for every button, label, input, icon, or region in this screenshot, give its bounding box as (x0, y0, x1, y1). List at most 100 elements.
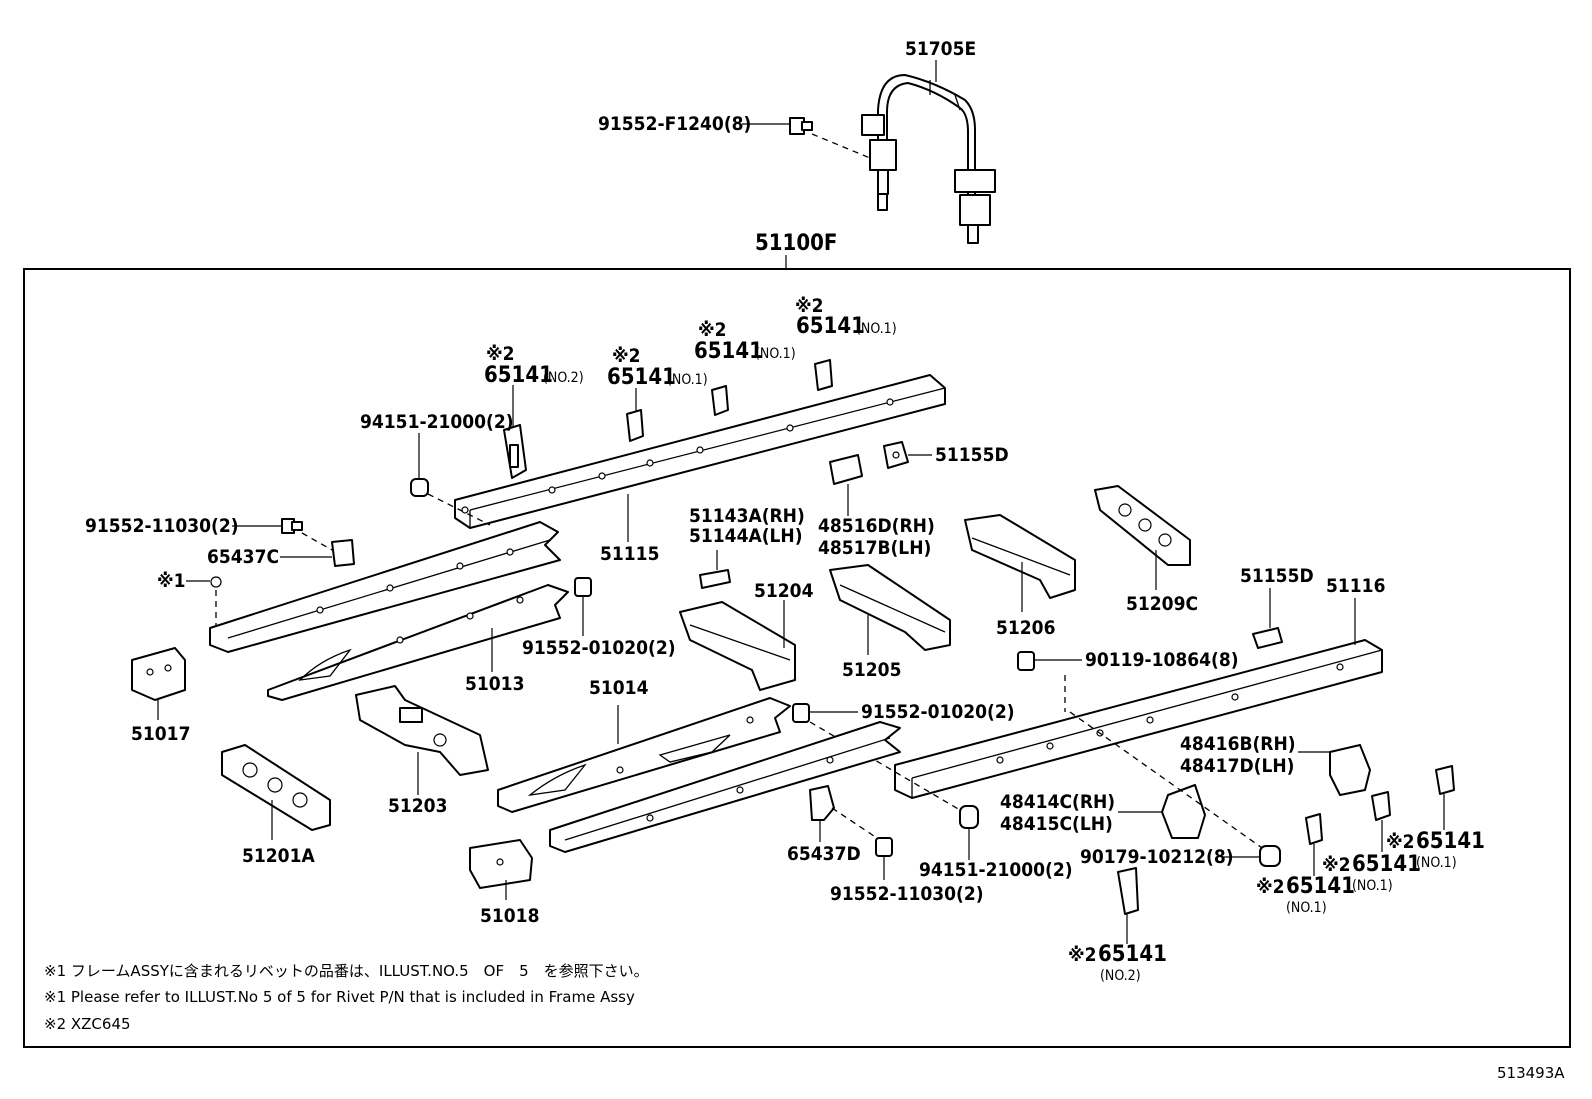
label-65141-no1-d-sub: (NO.1) (1286, 900, 1327, 916)
label-65141-no2-b: 65141 (1098, 942, 1167, 967)
bolt-91552-01020-upper (574, 577, 592, 597)
label-51144A: 51144A(LH) (689, 525, 803, 547)
label-65141-no2-sub: (NO.2) (543, 370, 584, 386)
bolt-91552-F1240 (789, 117, 813, 135)
label-51155D-upper: 51155D (935, 444, 1009, 466)
label-65141-no1-e-sub: (NO.1) (1352, 878, 1393, 894)
label-65141-no1-e-mark: ※2 (1322, 854, 1351, 876)
label-91552-01020-lower: 91552-01020(2) (861, 701, 1015, 723)
note-2: ※2 XZC645 (44, 1015, 131, 1033)
label-51014: 51014 (589, 677, 649, 699)
part-51155D-upper (883, 441, 909, 469)
label-51116: 51116 (1326, 575, 1385, 597)
bracket-65141-no2-a (503, 424, 527, 479)
label-65141-no1-a: 65141 (607, 365, 676, 390)
label-rivet-mark1: ※1 (157, 570, 186, 592)
part-left-upper-rail (209, 521, 561, 653)
part-51705E (861, 74, 996, 244)
bracket-65141-no2-b (1117, 867, 1139, 915)
frame-assy-border (23, 268, 1571, 1048)
label-48416B: 48416B(RH) (1180, 733, 1296, 755)
nut-94151-21000-upper (410, 478, 429, 497)
part-51116 (894, 639, 1383, 799)
part-51018 (469, 839, 533, 889)
part-51014 (497, 697, 791, 813)
label-94151-21000-upper: 94151-21000(2) (360, 411, 514, 433)
label-48517B: 48517B(LH) (818, 537, 931, 559)
part-65437C (331, 539, 355, 567)
label-51201A: 51201A (242, 845, 315, 867)
part-51204 (679, 601, 796, 691)
part-51155D-lower (1252, 627, 1283, 649)
label-65437D: 65437D (787, 843, 861, 865)
label-65141-no1-b: 65141 (694, 339, 763, 364)
bracket-65141-no1-d (1305, 813, 1323, 845)
note-1-japanese: ※1 フレームASSYに含まれるリベットの品番は、ILLUST.NO.5 OF … (44, 962, 649, 980)
nut-90179-10212 (1259, 845, 1281, 867)
label-65141-no1-e: 65141 (1352, 852, 1421, 877)
label-51209C: 51209C (1126, 593, 1198, 615)
part-51209C (1094, 485, 1191, 566)
label-51206: 51206 (996, 617, 1055, 639)
label-51204: 51204 (754, 580, 814, 602)
label-65141-no1-b-mark: ※2 (698, 319, 727, 341)
part-51201A (221, 744, 331, 831)
label-65141-no1-d-mark: ※2 (1256, 876, 1285, 898)
label-91552-11030-lower: 91552-11030(2) (830, 883, 984, 905)
part-left-lower-rail (549, 721, 901, 853)
part-65437D (809, 785, 835, 821)
bolt-90119-10864 (1017, 651, 1035, 671)
bracket-65141-no1-f (1435, 765, 1455, 795)
diagram-id: 513493A (1497, 1064, 1565, 1082)
part-48414C (1161, 784, 1206, 839)
label-51705E: 51705E (905, 38, 976, 60)
label-65141-no1-c-sub: (NO.1) (856, 321, 897, 337)
label-65141-no2-mark: ※2 (486, 343, 515, 365)
label-65141-no1-f: 65141 (1416, 829, 1485, 854)
part-51115 (454, 374, 946, 529)
part-48416B (1329, 744, 1371, 796)
label-48414C: 48414C(RH) (1000, 791, 1115, 813)
bracket-65141-no1-a (626, 409, 644, 442)
part-51203 (355, 685, 489, 776)
label-65141-no1-a-sub: (NO.1) (667, 372, 708, 388)
part-48516D (829, 454, 863, 485)
part-51205 (829, 564, 951, 651)
note-1-english: ※1 Please refer to ILLUST.No 5 of 5 for … (44, 988, 635, 1006)
label-51155D-lower: 51155D (1240, 565, 1314, 587)
label-91552-11030-upper: 91552-11030(2) (85, 515, 239, 537)
label-91552-F1240: 91552-F1240(8) (598, 113, 751, 135)
label-65141-no1-f-mark: ※2 (1386, 831, 1415, 853)
label-48417D: 48417D(LH) (1180, 755, 1294, 777)
bolt-91552-11030-lower (875, 837, 893, 857)
bolt-91552-01020-lower (792, 703, 810, 723)
label-90179-10212: 90179-10212(8) (1080, 846, 1234, 868)
label-65141-no1-f-sub: (NO.1) (1416, 855, 1457, 871)
bolt-91552-11030-upper (281, 518, 303, 534)
label-51017: 51017 (131, 723, 190, 745)
part-51143A (699, 569, 731, 589)
bracket-65141-no1-e (1371, 791, 1391, 821)
label-51018: 51018 (480, 905, 539, 927)
part-51013 (267, 584, 569, 701)
label-65141-no1-c-mark: ※2 (795, 295, 824, 317)
label-65141-no2-b-mark: ※2 (1068, 944, 1097, 966)
label-65141-no2: 65141 (484, 363, 553, 388)
label-65141-no1-b-sub: (NO.1) (755, 346, 796, 362)
label-51100F: 51100F (755, 231, 837, 256)
bracket-65141-no1-b (711, 385, 729, 416)
label-51115: 51115 (600, 543, 659, 565)
part-51206 (964, 514, 1076, 599)
label-65141-no1-a-mark: ※2 (612, 345, 641, 367)
label-48415C: 48415C(LH) (1000, 813, 1113, 835)
nut-94151-21000-lower (959, 805, 979, 829)
part-51017 (131, 647, 186, 701)
label-65141-no1-d: 65141 (1286, 874, 1355, 899)
label-65437C: 65437C (207, 546, 279, 568)
label-65141-no1-c: 65141 (796, 314, 865, 339)
label-51013: 51013 (465, 673, 524, 695)
label-51203: 51203 (388, 795, 447, 817)
label-51143A: 51143A(RH) (689, 505, 805, 527)
bracket-65141-no1-c (814, 359, 833, 391)
